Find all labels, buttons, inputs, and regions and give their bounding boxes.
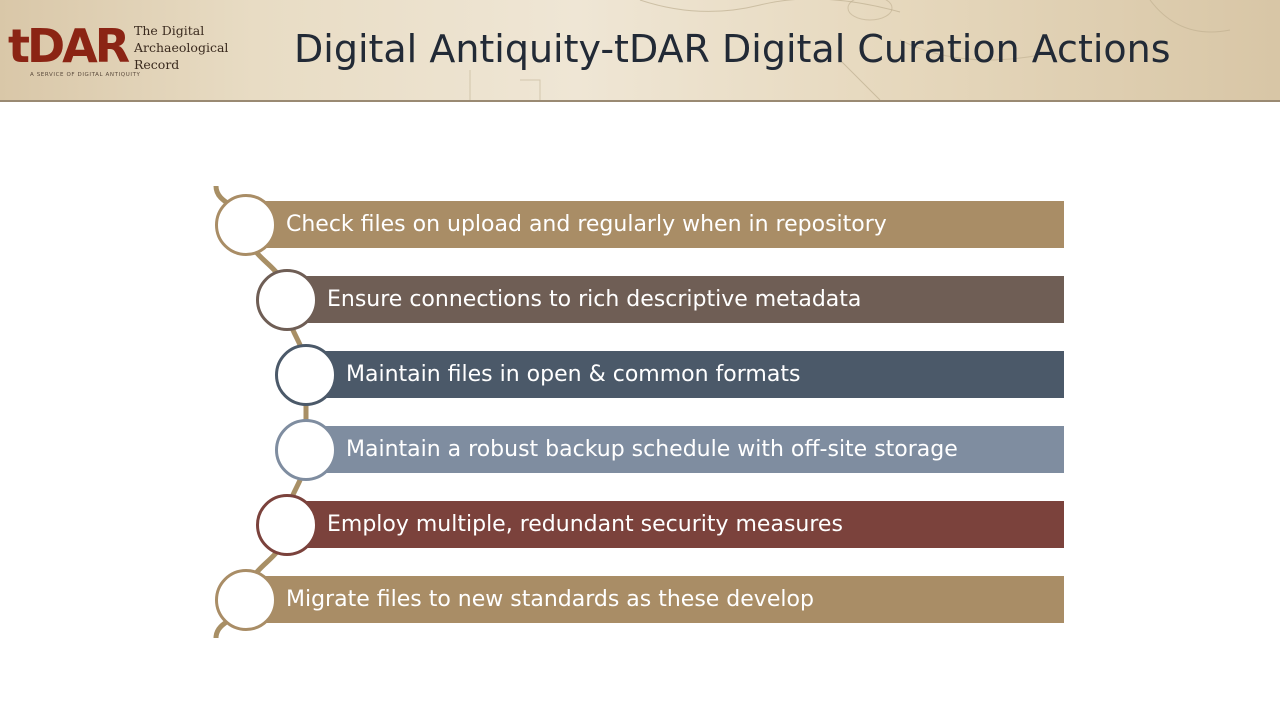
action-label: Check files on upload and regularly when…	[286, 212, 887, 237]
action-bar: Maintain files in open & common formats	[306, 351, 1064, 398]
tdar-logo: tDAR The Digital Archaeological Record A…	[8, 22, 228, 84]
action-bar: Maintain a robust backup schedule with o…	[306, 426, 1064, 473]
action-label: Ensure connections to rich descriptive m…	[327, 287, 862, 312]
connector-path	[213, 185, 309, 639]
step-circle	[275, 419, 337, 481]
action-label: Employ multiple, redundant security meas…	[327, 512, 843, 537]
logo-mark: tDAR	[8, 19, 130, 73]
logo-line: The Digital	[134, 23, 205, 38]
page-title: Digital Antiquity-tDAR Digital Curation …	[294, 27, 1171, 71]
logo-line: Record	[134, 57, 180, 72]
action-bar: Check files on upload and regularly when…	[246, 201, 1064, 248]
action-bar: Ensure connections to rich descriptive m…	[287, 276, 1064, 323]
map-texture-decoration	[469, 0, 1231, 100]
step-circle	[256, 269, 318, 331]
action-label: Maintain files in open & common formats	[346, 362, 801, 387]
step-circle	[275, 344, 337, 406]
logo-subtitle: A SERVICE OF DIGITAL ANTIQUITY	[30, 72, 141, 78]
step-circle	[215, 569, 277, 631]
logo-line: Archaeological	[134, 40, 229, 55]
logo-text: The Digital Archaeological Record	[134, 22, 228, 73]
action-label: Maintain a robust backup schedule with o…	[346, 437, 958, 462]
action-label: Migrate files to new standards as these …	[286, 587, 814, 612]
action-bar: Migrate files to new standards as these …	[246, 576, 1064, 623]
header-banner: tDAR The Digital Archaeological Record A…	[0, 0, 1280, 102]
step-circle	[256, 494, 318, 556]
step-circle	[215, 194, 277, 256]
action-bar: Employ multiple, redundant security meas…	[287, 501, 1064, 548]
